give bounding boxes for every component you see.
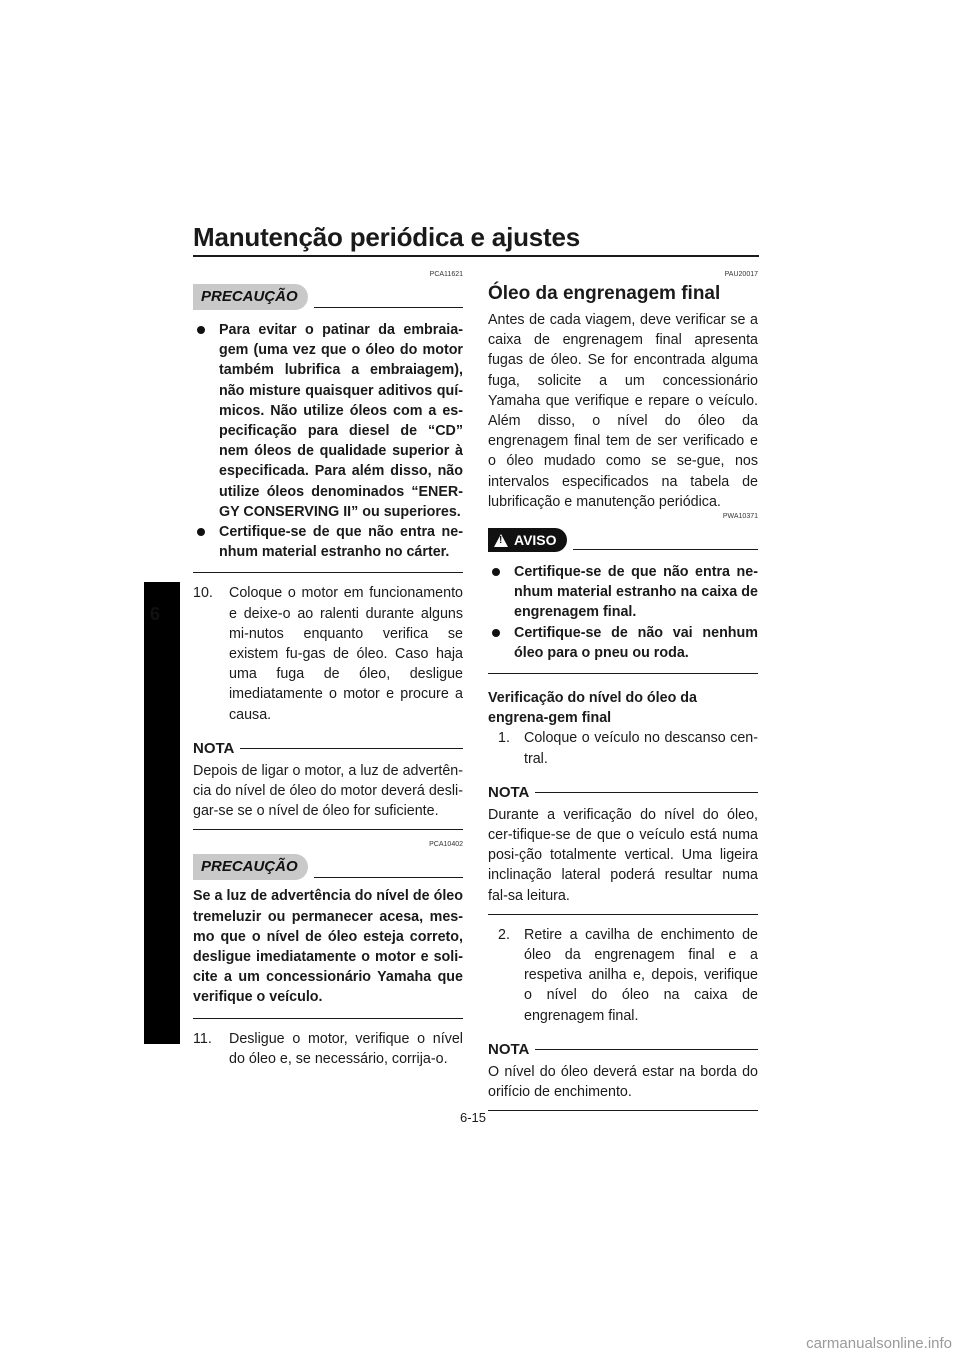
- caution-rule: [313, 306, 463, 308]
- caution-header: PRECAUÇÃO: [193, 854, 463, 881]
- step-11: 11. Desligue o motor, verifique o nível …: [193, 1029, 463, 1069]
- page-number: 6-15: [460, 1110, 487, 1125]
- step-10: 10. Coloque o motor em funcionamento e d…: [193, 583, 463, 724]
- warning-badge: AVISO: [488, 528, 567, 553]
- nota-rule: [535, 792, 758, 794]
- caution-bullet: Certifique-se de que não entra ne-nhum m…: [193, 522, 463, 562]
- caution-label: PRECAUÇÃO: [193, 854, 308, 881]
- page-title: Manutenção periódica e ajustes: [193, 222, 581, 252]
- caution-code: PCA10402: [429, 841, 463, 849]
- nota-label: NOTA: [193, 739, 235, 757]
- subsection-heading: Verificação do nível do óleo da engrena-…: [488, 690, 697, 727]
- caution-bullet: Para evitar o patinar da embraia-gem (um…: [193, 320, 463, 522]
- chapter-number: 6: [150, 604, 161, 624]
- step-number: 11.: [193, 1030, 212, 1047]
- warning-code: PWA10371: [722, 513, 758, 521]
- step-text: Coloque o motor em funcionamento e deixe…: [229, 585, 463, 723]
- step-number: 1.: [498, 730, 510, 747]
- section-code: PAU20017: [724, 271, 758, 278]
- nota-label: NOTA: [488, 1040, 530, 1058]
- warning-box: Certifique-se de que não entra ne-nhum m…: [488, 552, 758, 675]
- header-rule: [193, 255, 759, 257]
- nota-text: O nível do óleo deverá estar na borda do…: [488, 1062, 758, 1112]
- caution-label: PRECAUÇÃO: [193, 284, 308, 310]
- left-column: PCA11621 PRECAUÇÃO Para evitar o patinar…: [193, 270, 463, 1069]
- watermark: carmanualsonline.info: [806, 1335, 952, 1352]
- caution-header: PRECAUÇÃO: [193, 284, 463, 310]
- step-text: Coloque o veículo no descanso cen-tral.: [524, 730, 758, 767]
- nota-header: NOTA: [488, 1040, 758, 1060]
- nota-label: NOTA: [488, 783, 530, 801]
- step-2: 2. Retire a cavilha de enchimento de óle…: [488, 925, 758, 1026]
- chapter-tab: [144, 582, 180, 1044]
- step-number: 2.: [498, 926, 510, 943]
- warning-bullet: Certifique-se de que não entra ne-nhum m…: [488, 562, 758, 623]
- section-intro: Antes de cada viagem, deve verificar se …: [488, 312, 758, 510]
- nota-rule: [535, 1049, 758, 1051]
- step-number: 10.: [193, 585, 213, 602]
- warning-bullet: Certifique-se de não vai nenhum óleo par…: [488, 623, 758, 663]
- step-1: 1. Coloque o veículo no descanso cen-tra…: [488, 728, 758, 768]
- step-text: Retire a cavilha de enchimento de óleo d…: [524, 926, 758, 1024]
- warning-triangle-icon: [494, 533, 508, 547]
- step-text: Desligue o motor, verifique o nível do ó…: [229, 1030, 463, 1067]
- warning-header: AVISO: [488, 526, 758, 553]
- warning-rule: [572, 548, 758, 551]
- nota-header: NOTA: [193, 739, 463, 759]
- caution-rule: [313, 876, 463, 879]
- section-title: Óleo da engrenagem final: [488, 283, 721, 304]
- right-column: PAU20017 Óleo da engrenagem final Antes …: [488, 270, 758, 1112]
- nota-header: NOTA: [488, 783, 758, 803]
- nota-text: Depois de ligar o motor, a luz de advert…: [193, 761, 463, 831]
- nota-text: Durante a verificação do nível do óleo, …: [488, 805, 758, 915]
- caution-code: PCA11621: [429, 271, 463, 278]
- nota-rule: [240, 748, 463, 750]
- warning-label: AVISO: [514, 532, 557, 549]
- caution-box: Para evitar o patinar da embraia-gem (um…: [193, 310, 463, 574]
- caution-text: Se a luz de advertência do nível de óleo…: [193, 880, 463, 1019]
